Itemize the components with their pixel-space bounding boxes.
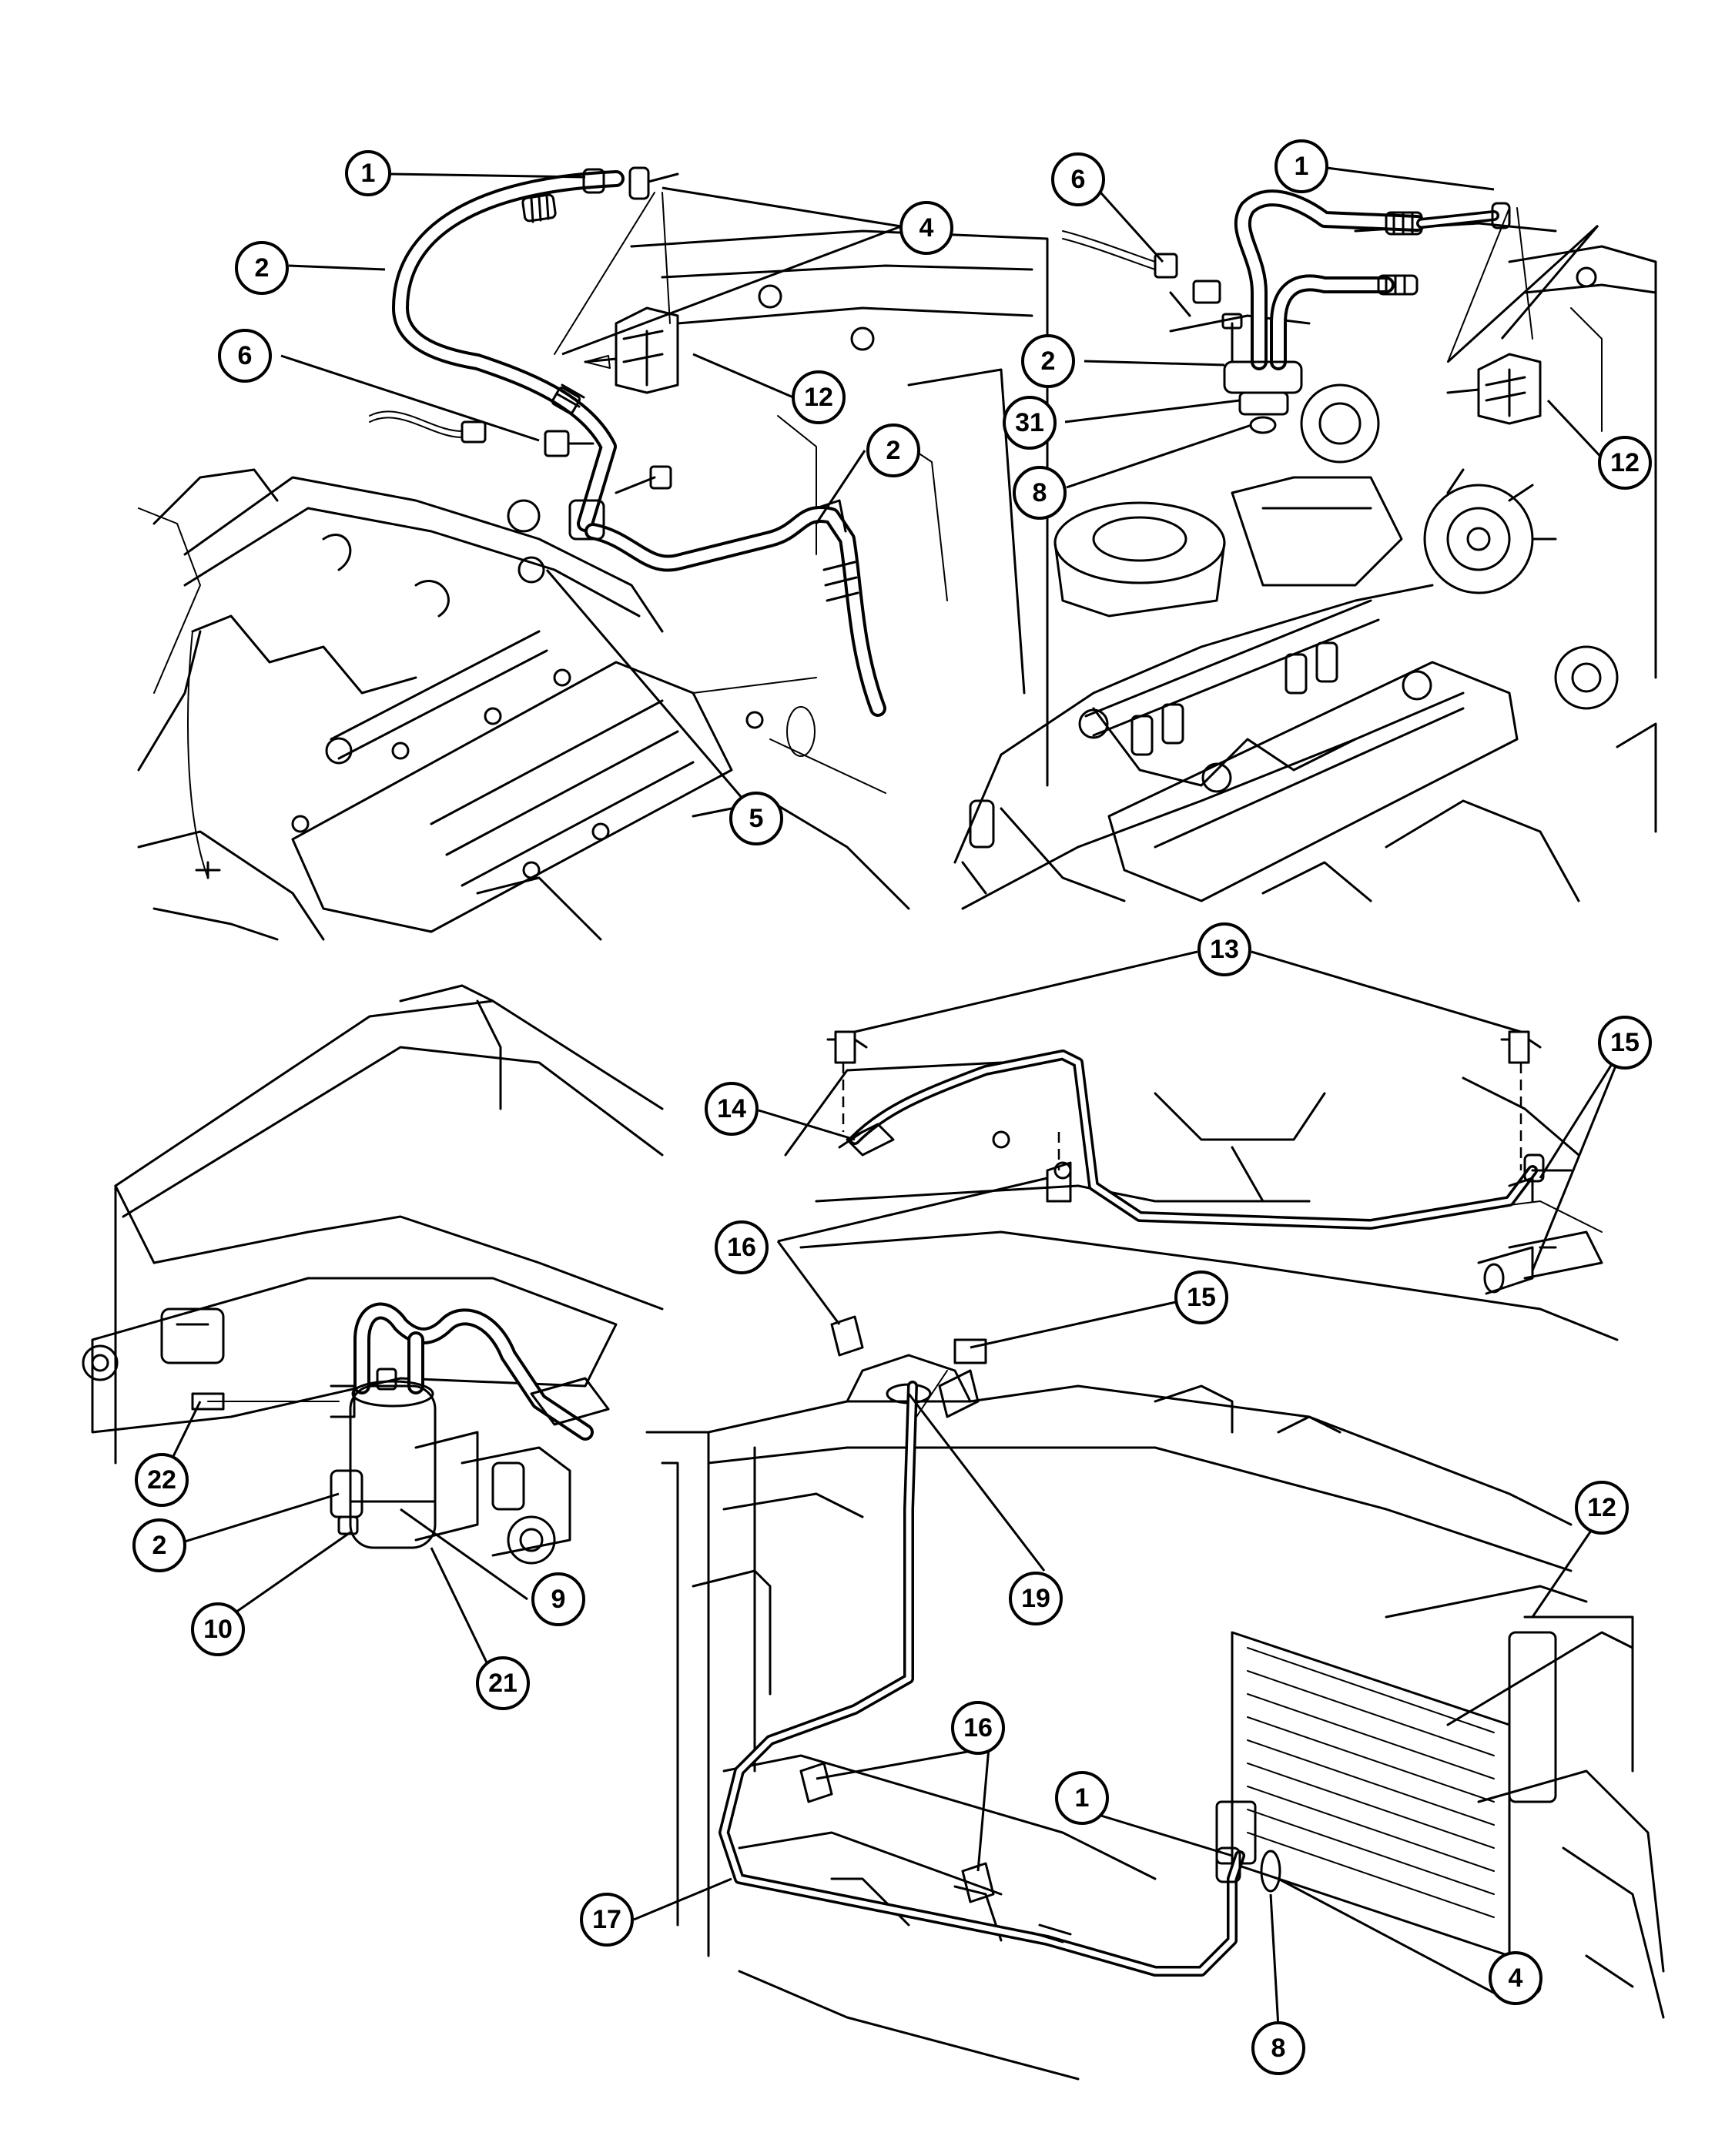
svg-text:1: 1 [1075, 1783, 1090, 1813]
svg-text:13: 13 [1210, 935, 1239, 964]
callout-2-ll: 2 [132, 1518, 186, 1572]
callout-9-ll: 9 [531, 1572, 585, 1626]
callout-12-lr: 12 [1575, 1481, 1629, 1535]
callout-16-lr-upper: 16 [715, 1220, 769, 1274]
callout-17-lr: 17 [580, 1893, 634, 1947]
svg-text:6: 6 [1071, 165, 1086, 194]
callout-6-ur: 6 [1051, 152, 1105, 206]
svg-text:17: 17 [592, 1905, 621, 1934]
svg-text:1: 1 [1295, 152, 1309, 181]
callout-15-lr-lower: 15 [1174, 1270, 1228, 1324]
panel-lower-right-condenser [645, 1030, 1665, 2081]
callout-19-lr: 19 [1009, 1572, 1063, 1625]
callout-10-ll: 10 [191, 1602, 245, 1656]
svg-text:2: 2 [255, 253, 270, 283]
svg-text:8: 8 [1271, 2034, 1286, 2063]
svg-text:22: 22 [147, 1465, 176, 1495]
callout-8-ur: 8 [1013, 466, 1067, 520]
svg-text:1: 1 [361, 159, 376, 188]
callout-5-ul: 5 [729, 792, 783, 845]
callout-4-ul: 4 [899, 201, 953, 255]
callout-1-ul: 1 [345, 150, 391, 196]
svg-text:5: 5 [749, 804, 764, 833]
svg-text:15: 15 [1187, 1283, 1216, 1312]
callout-22-ll: 22 [135, 1453, 189, 1507]
svg-text:9: 9 [551, 1585, 566, 1614]
svg-text:16: 16 [963, 1713, 993, 1743]
callout-4-lr: 4 [1489, 1951, 1542, 2005]
callout-2-ul-lower: 2 [866, 424, 920, 477]
callout-13-lr: 13 [1197, 922, 1251, 976]
callout-8-lr: 8 [1251, 2021, 1305, 2075]
callout-2-ul-upper: 2 [235, 241, 289, 295]
svg-text:2: 2 [886, 436, 901, 465]
panel-lower-left-accumulator [82, 984, 664, 1565]
svg-text:12: 12 [804, 383, 833, 412]
callout-16-lr-lower: 16 [951, 1701, 1005, 1755]
svg-text:10: 10 [203, 1615, 233, 1644]
svg-text:12: 12 [1587, 1493, 1616, 1522]
svg-text:14: 14 [717, 1094, 746, 1123]
svg-text:2: 2 [152, 1531, 167, 1560]
callout-1-ur: 1 [1274, 139, 1328, 193]
svg-text:31: 31 [1015, 408, 1044, 437]
svg-text:16: 16 [727, 1233, 756, 1262]
svg-text:4: 4 [919, 213, 934, 243]
callout-6-ul: 6 [218, 329, 272, 383]
svg-text:12: 12 [1610, 448, 1640, 477]
svg-text:6: 6 [238, 341, 253, 370]
callouts: 1 2 4 6 12 2 5 1 6 2 31 8 12 22 2 10 9 2… [132, 139, 1652, 2075]
leader-lines [160, 166, 1626, 2028]
callout-12-ur: 12 [1598, 436, 1652, 490]
panel-upper-right-engine-bay [953, 189, 1657, 910]
callout-21-ll: 21 [476, 1656, 530, 1710]
callout-12-ul: 12 [792, 370, 846, 424]
svg-text:4: 4 [1509, 1964, 1523, 1993]
callout-1-lr: 1 [1055, 1771, 1109, 1825]
svg-text:21: 21 [488, 1669, 518, 1698]
callout-15-lr-upper: 15 [1598, 1016, 1652, 1070]
callout-2-ur: 2 [1021, 334, 1075, 388]
callout-31-ur: 31 [1003, 396, 1057, 450]
svg-text:8: 8 [1033, 478, 1047, 507]
svg-text:19: 19 [1021, 1584, 1050, 1613]
svg-text:15: 15 [1610, 1028, 1640, 1057]
callout-14-lr: 14 [705, 1082, 759, 1136]
svg-text:2: 2 [1041, 346, 1056, 376]
